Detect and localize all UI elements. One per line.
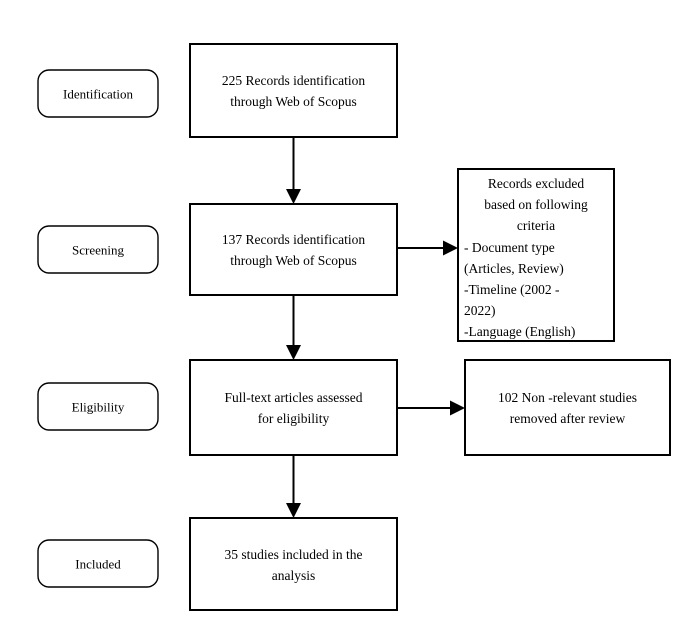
stage-pill-screening-shape xyxy=(37,225,159,274)
stage-pill-identification[interactable]: Identification xyxy=(37,69,159,118)
box-non-relevant-removed[interactable]: 102 Non -relevant studies removed after … xyxy=(464,359,671,456)
box-full-text-assessed-line-2: for eligibility xyxy=(258,411,330,426)
box-records-excluded-criterion-4: 2022) xyxy=(464,303,496,318)
box-full-text-assessed-line-1: Full-text articles assessed xyxy=(225,390,363,405)
stage-pill-eligibility-shape xyxy=(37,382,159,431)
stage-pill-identification-label: Identification xyxy=(63,87,134,102)
box-records-excluded[interactable]: Records excluded based on following crit… xyxy=(457,168,615,342)
box-records-identified[interactable]: 225 Records identification through Web o… xyxy=(189,43,398,138)
stage-pill-identification-shape xyxy=(37,69,159,118)
box-records-screened-shape xyxy=(189,203,398,296)
box-records-excluded-criterion-3: -Timeline (2002 - xyxy=(464,282,560,297)
box-non-relevant-removed-line-1: 102 Non -relevant studies xyxy=(498,390,637,405)
box-studies-included-shape xyxy=(189,517,398,611)
box-records-excluded-shape xyxy=(457,168,615,342)
box-records-excluded-centered-line-1: Records excluded xyxy=(488,176,585,191)
box-non-relevant-removed-shape xyxy=(464,359,671,456)
box-non-relevant-removed-line-2: removed after review xyxy=(510,411,626,426)
stage-pill-screening[interactable]: Screening xyxy=(37,225,159,274)
box-records-excluded-centered-line-3: criteria xyxy=(517,218,555,233)
arrow-head-down-3 xyxy=(286,503,301,518)
stage-pill-included[interactable]: Included xyxy=(37,539,159,588)
connector-screened-to-excluded xyxy=(397,240,458,256)
stage-pill-screening-label: Screening xyxy=(72,243,124,258)
box-records-screened-line-2: through Web of Scopus xyxy=(230,253,357,268)
box-records-excluded-criterion-5: -Language (English) xyxy=(464,324,575,339)
arrow-head-right-2 xyxy=(450,400,465,416)
box-studies-included-line-1: 35 studies included in the xyxy=(225,547,363,562)
box-records-identified-line-2: through Web of Scopus xyxy=(230,94,357,109)
box-records-excluded-centered-line-2: based on following xyxy=(484,197,588,212)
stage-pill-eligibility[interactable]: Eligibility xyxy=(37,382,159,431)
arrow-head-right-1 xyxy=(443,240,458,256)
box-records-excluded-criterion-1: - Document type xyxy=(464,240,555,255)
arrow-head-down-2 xyxy=(286,345,301,360)
box-records-screened-line-1: 137 Records identification xyxy=(222,232,365,247)
box-records-identified-shape xyxy=(189,43,398,138)
connector-identified-to-screened xyxy=(286,137,301,204)
arrow-head-down-1 xyxy=(286,189,301,204)
box-full-text-assessed[interactable]: Full-text articles assessed for eligibil… xyxy=(189,359,398,456)
stage-pill-included-label: Included xyxy=(75,557,121,572)
connector-fulltext-to-included xyxy=(286,455,301,518)
box-records-excluded-criterion-2: (Articles, Review) xyxy=(464,261,564,276)
box-records-identified-line-1: 225 Records identification xyxy=(222,73,365,88)
box-full-text-assessed-shape xyxy=(189,359,398,456)
box-studies-included[interactable]: 35 studies included in the analysis xyxy=(189,517,398,611)
connector-screened-to-fulltext xyxy=(286,295,301,360)
stage-pill-included-shape xyxy=(37,539,159,588)
connector-fulltext-to-nonrelevant xyxy=(397,400,465,416)
stage-pill-eligibility-label: Eligibility xyxy=(72,400,125,415)
box-studies-included-line-2: analysis xyxy=(272,568,316,583)
box-records-screened[interactable]: 137 Records identification through Web o… xyxy=(189,203,398,296)
